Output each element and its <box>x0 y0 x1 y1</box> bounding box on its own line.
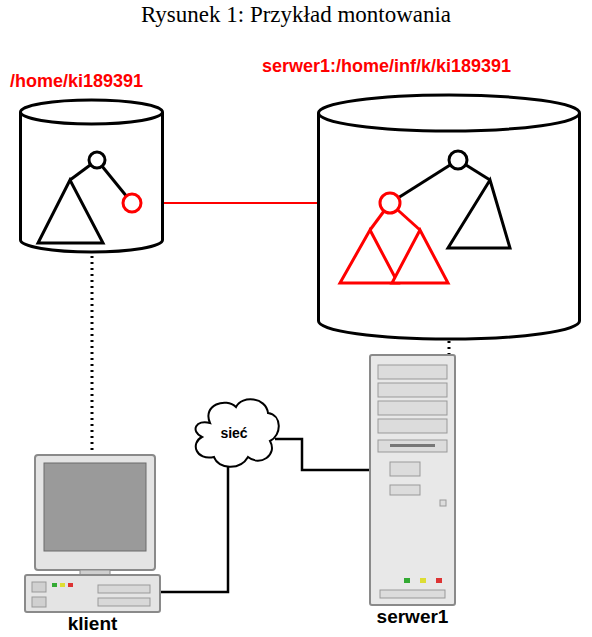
server-disk-label: serwer1:/home/inf/k/ki189391 <box>262 56 511 77</box>
network-cloud-label: sieć <box>188 393 280 473</box>
figure-title: Rysunek 1: Przykład montowania <box>0 2 592 28</box>
client-computer-outline <box>20 452 165 637</box>
server-tower-outline <box>360 350 465 632</box>
server-tower: serwer1 <box>360 350 465 632</box>
client-disk-outline <box>18 98 165 255</box>
client-disk-label: /home/ki189391 <box>10 71 143 92</box>
client-disk: /home/ki189391 <box>18 98 165 255</box>
network-cable <box>275 439 370 470</box>
client-computer: klient <box>20 452 165 637</box>
storage-link <box>448 341 451 354</box>
server-tower-label: serwer1 <box>360 606 465 628</box>
server-disk: serwer1:/home/inf/k/ki189391 <box>316 93 582 343</box>
storage-link <box>91 256 94 454</box>
client-computer-label: klient <box>20 613 165 635</box>
server-disk-outline <box>316 93 582 343</box>
network-cable <box>160 466 228 592</box>
network-cloud: sieć <box>188 393 280 473</box>
